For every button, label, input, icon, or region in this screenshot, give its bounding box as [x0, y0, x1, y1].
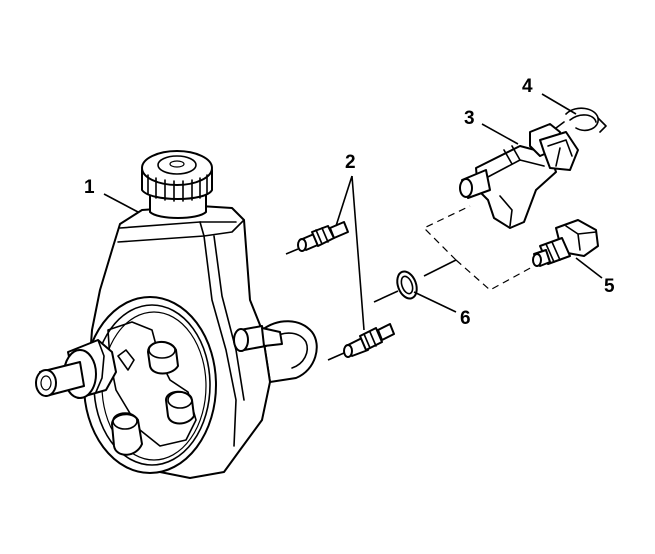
assembly-line-oring — [373, 290, 399, 303]
leader-3 — [481, 123, 519, 145]
filler-cap — [141, 150, 213, 202]
fitting-lower — [327, 323, 395, 361]
pump-drive-shaft — [35, 339, 117, 399]
o-ring — [396, 270, 418, 300]
power-steering-pump — [35, 150, 318, 479]
pressure-switch-bracket — [459, 123, 579, 229]
housing-boss-bottom — [111, 413, 143, 456]
callout-4: 4 — [522, 76, 533, 97]
callout-5: 5 — [604, 276, 615, 297]
leader-2b — [351, 175, 365, 331]
leader-1 — [103, 193, 139, 213]
retaining-clip — [555, 107, 607, 133]
leader-2a — [335, 175, 353, 227]
fitting-upper — [285, 221, 349, 255]
leader-4 — [541, 93, 577, 115]
assembly-line-oring-right — [423, 259, 457, 277]
pump-outlet-fitting — [233, 325, 283, 352]
leader-5 — [575, 257, 603, 279]
leader-6 — [413, 291, 457, 313]
callout-3: 3 — [464, 108, 475, 129]
dashed-assembly-guide — [422, 205, 535, 291]
callout-6: 6 — [460, 308, 471, 329]
callout-1: 1 — [84, 177, 95, 198]
callout-2: 2 — [345, 152, 356, 173]
banjo-bolt — [532, 219, 599, 267]
